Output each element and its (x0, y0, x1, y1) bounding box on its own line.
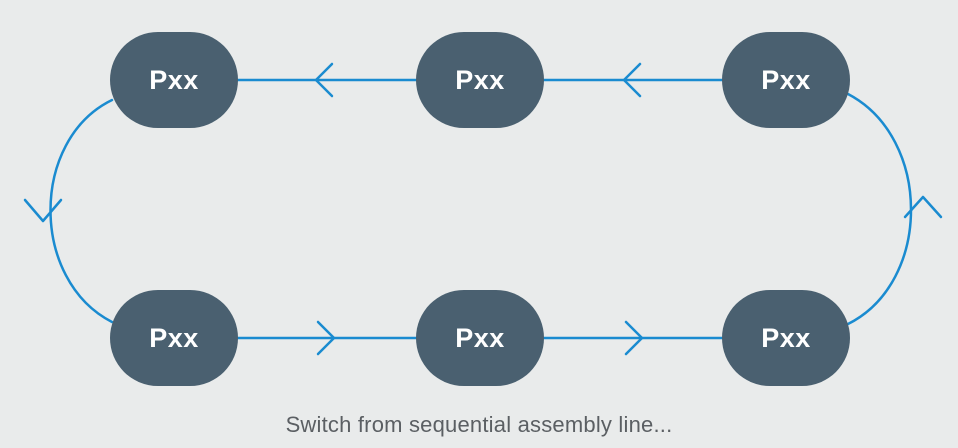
process-node: Pxx (722, 290, 850, 386)
node-label: Pxx (149, 64, 199, 95)
arrow-right-icon (316, 320, 336, 356)
node-label: Pxx (761, 322, 811, 353)
node-label: Pxx (149, 322, 199, 353)
arrow-left-icon (622, 62, 642, 98)
node-label: Pxx (455, 322, 505, 353)
arrow-left-icon (314, 62, 334, 98)
connector-bottom-right-to-top-right (846, 92, 913, 326)
process-node: Pxx (722, 32, 850, 128)
process-node: Pxx (416, 290, 544, 386)
connector-top-left-to-bottom-left (49, 98, 114, 324)
arrow-right-icon (624, 320, 644, 356)
node-label: Pxx (761, 64, 811, 95)
arrow-up-icon (903, 195, 943, 219)
arrow-down-icon (23, 198, 63, 223)
process-node: Pxx (416, 32, 544, 128)
process-node: Pxx (110, 32, 238, 128)
diagram-caption: Switch from sequential assembly line... (285, 412, 673, 437)
process-node: Pxx (110, 290, 238, 386)
node-label: Pxx (455, 64, 505, 95)
